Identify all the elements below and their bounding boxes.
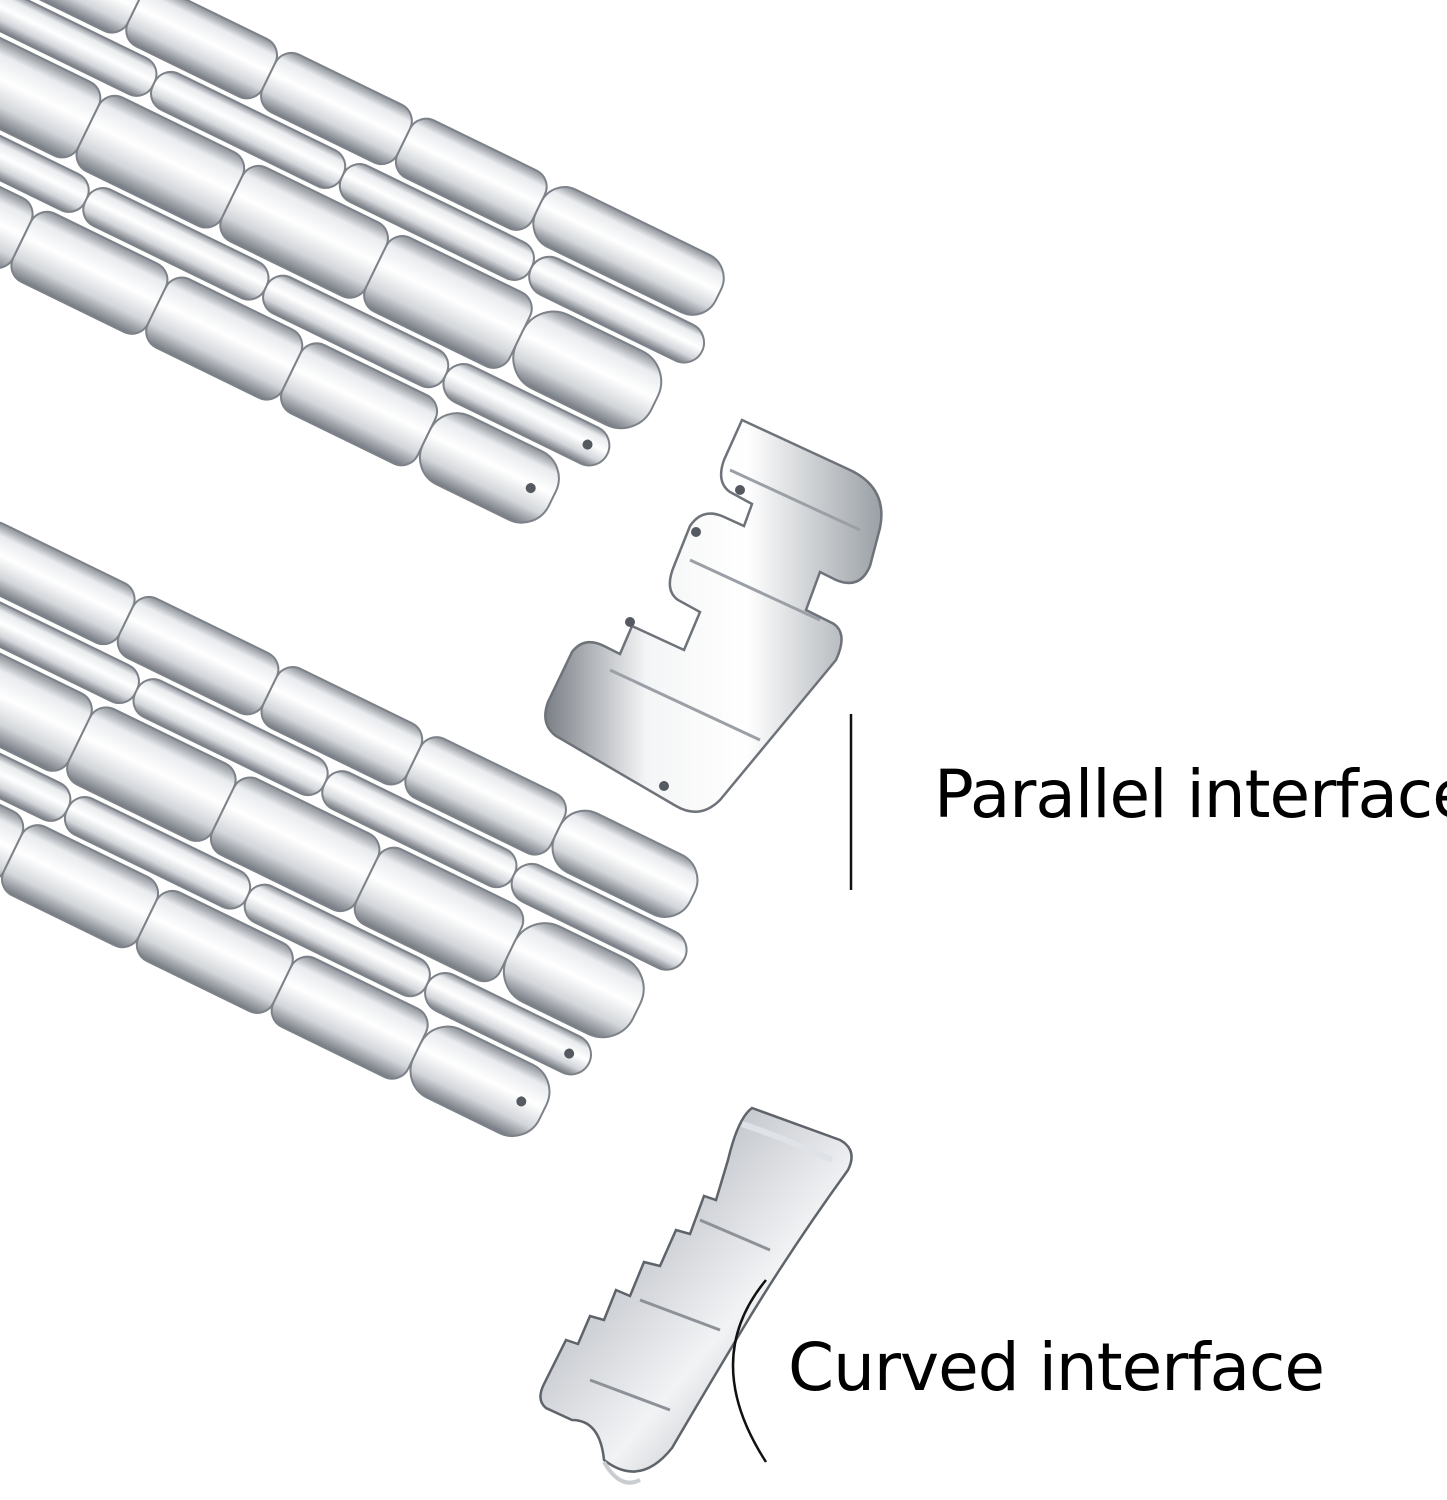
curved-end-link (539, 1106, 853, 1485)
lower-band (0, 521, 699, 1137)
upper-band-row-1 (0, 0, 725, 316)
upper-band (0, 0, 725, 524)
lower-band-row-5 (0, 749, 551, 1137)
upper-band-row-3 (0, 20, 663, 430)
parallel-interface-label: Parallel interface (934, 756, 1447, 833)
parallel-end-link (544, 418, 883, 813)
curved-interface-label: Curved interface (788, 1329, 1325, 1406)
upper-band-row-2 (0, 0, 706, 364)
lower-band-row-1 (0, 521, 699, 918)
curved-marker-arc (731, 1279, 768, 1463)
lower-band-row-2 (0, 586, 688, 971)
upper-band-row-5 (0, 140, 560, 524)
upper-band-row-4 (0, 99, 611, 467)
lower-band-row-4 (0, 708, 592, 1076)
lower-band-row-3 (0, 627, 645, 1039)
